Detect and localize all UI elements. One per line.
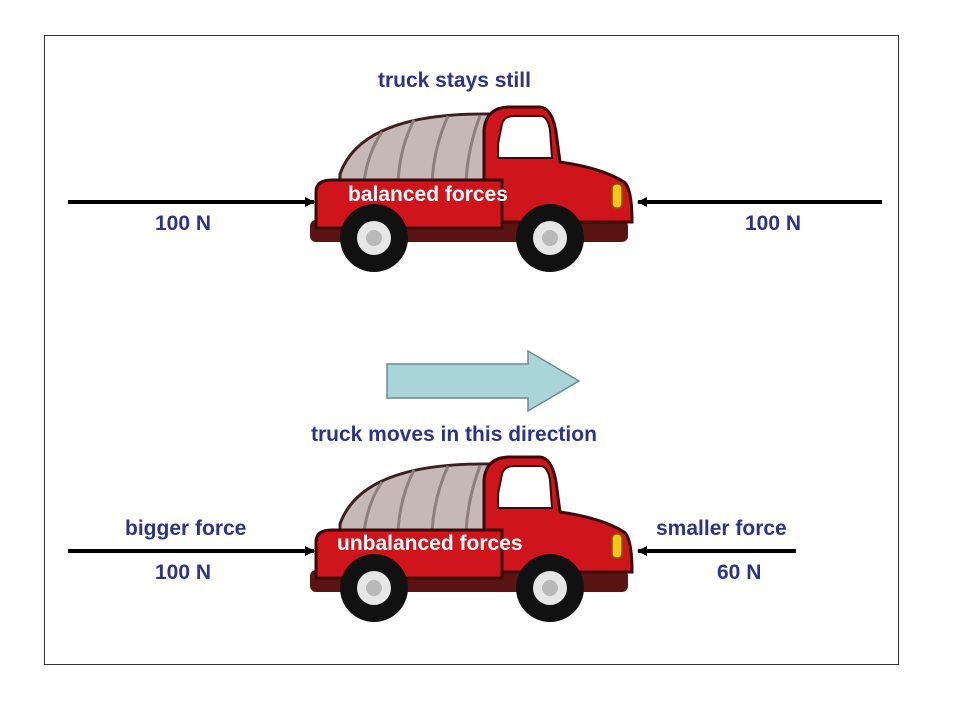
top-right-force: 100 N xyxy=(745,212,802,235)
bottom-right-title: smaller force xyxy=(656,517,787,540)
top-left-force: 100 N xyxy=(155,212,212,235)
bottom-left-force: 100 N xyxy=(155,561,212,584)
direction-arrow-icon xyxy=(386,349,581,413)
bottom-truck-label: unbalanced forces xyxy=(337,532,523,555)
bottom-left-title: bigger force xyxy=(125,517,247,540)
bottom-right-force: 60 N xyxy=(717,561,762,584)
top-truck-label: balanced forces xyxy=(348,183,508,206)
bottom-caption: truck moves in this direction xyxy=(311,423,597,446)
top-caption: truck stays still xyxy=(378,69,531,92)
